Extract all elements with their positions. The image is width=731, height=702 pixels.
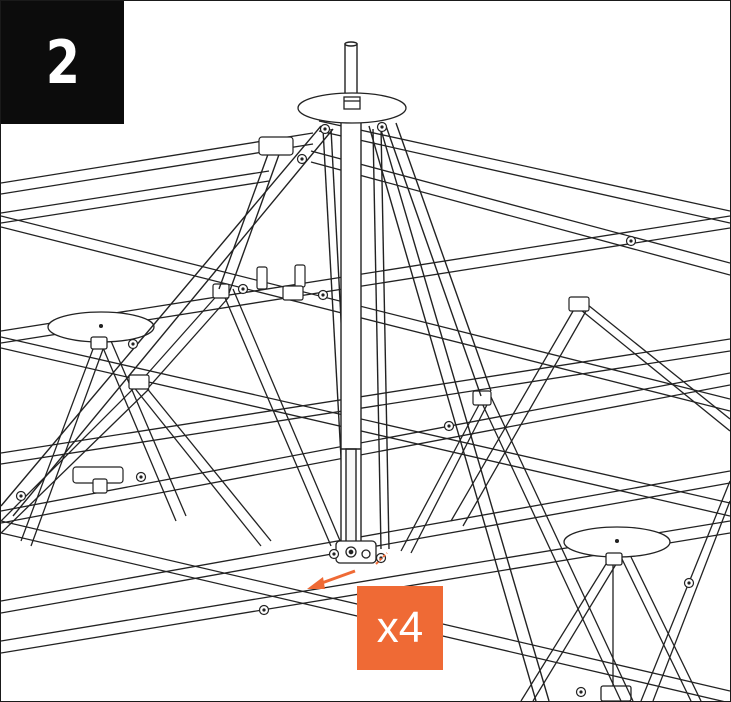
step-number-badge: 2 (1, 1, 124, 124)
right-joint (568, 296, 590, 312)
left-low-joint (72, 466, 124, 494)
upper-left-joint (212, 283, 230, 299)
right-cross-struts (400, 300, 730, 701)
hub-disc-icon (297, 92, 407, 124)
right-hub-assembly (520, 526, 702, 701)
upper-joint-cluster (256, 136, 306, 301)
lower-hub (335, 540, 377, 564)
center-struts (1, 122, 550, 701)
left-cross-struts (1, 288, 342, 547)
step-number: 2 (45, 27, 80, 98)
mid-right-joint (472, 390, 492, 406)
direction-arrow-icon (307, 552, 388, 589)
left-joint (128, 374, 150, 390)
quantity-label: x4 (376, 603, 424, 652)
quantity-callout: x4 (357, 586, 443, 670)
